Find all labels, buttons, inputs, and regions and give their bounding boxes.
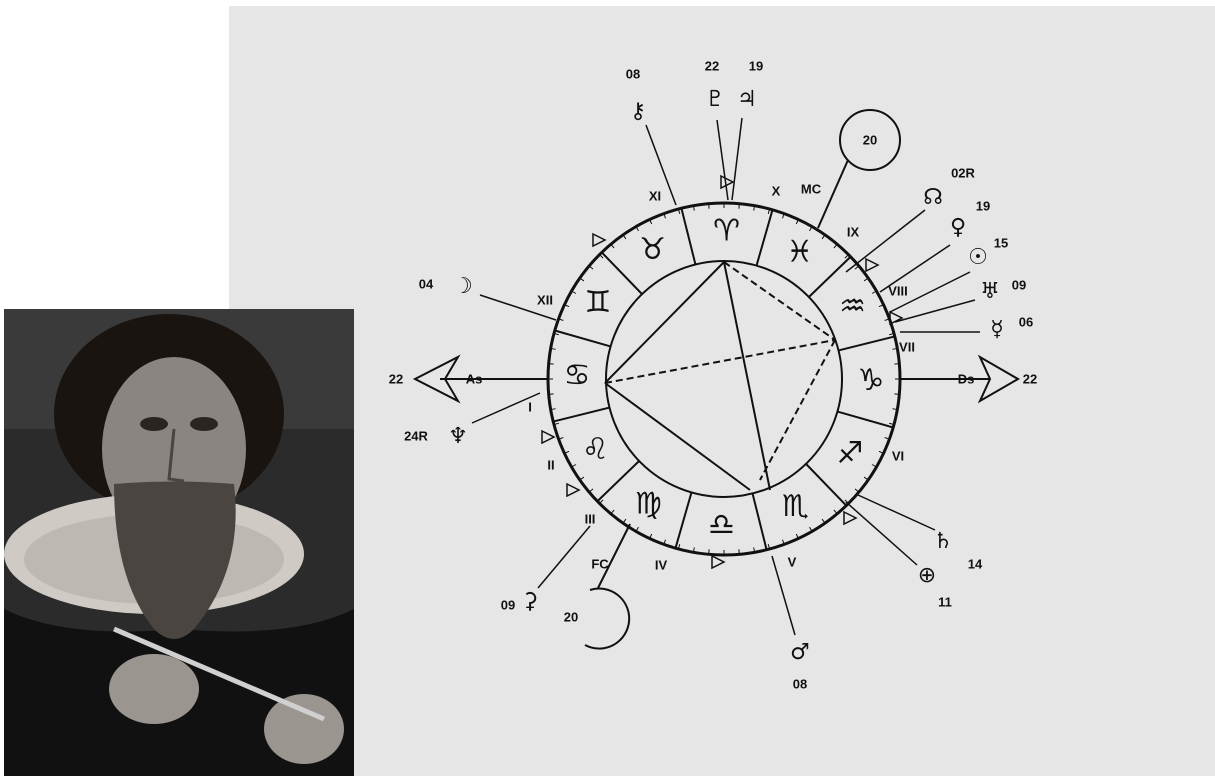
venus-degree: 19 bbox=[976, 198, 990, 213]
portrait-image bbox=[4, 309, 354, 776]
fc-label: FC bbox=[591, 556, 609, 571]
sign-divider bbox=[753, 493, 767, 549]
zodiac-scorpio-glyph: ♏ bbox=[782, 489, 809, 524]
house-numeral-3: III bbox=[585, 511, 596, 526]
sign-divider bbox=[555, 330, 611, 346]
aspect-line bbox=[724, 262, 770, 490]
saturn-degree: 14 bbox=[968, 556, 983, 571]
degree-tick bbox=[600, 255, 604, 259]
sign-divider bbox=[757, 210, 773, 266]
degree-tick bbox=[600, 500, 604, 504]
pluto-degree: 22 bbox=[705, 58, 719, 73]
zodiac-pisces-glyph: ♓ bbox=[786, 234, 813, 269]
ceres-pointer bbox=[538, 526, 590, 588]
house-numeral-7: VII bbox=[899, 339, 915, 354]
descendant-degree: 22 bbox=[1023, 371, 1037, 386]
zodiac-libra-glyph: ♎ bbox=[708, 507, 735, 542]
sign-divider bbox=[675, 492, 691, 548]
aspect-line bbox=[760, 340, 835, 480]
ascendant-degree: 22 bbox=[389, 371, 403, 386]
north-node-pointer bbox=[846, 210, 925, 272]
sign-divider bbox=[837, 412, 893, 428]
jupiter-pointer bbox=[732, 118, 742, 200]
zodiac-gemini-glyph: ♊ bbox=[585, 285, 612, 320]
chiron-degree: 08 bbox=[626, 66, 640, 81]
zodiac-capricorn-glyph: ♑ bbox=[858, 363, 885, 398]
saturn-icon: ♄ bbox=[933, 529, 953, 554]
house-cusp-marker bbox=[712, 556, 724, 568]
ceres-degree: 09 bbox=[501, 597, 515, 612]
inner-ring bbox=[606, 261, 842, 497]
sun-degree: 15 bbox=[994, 235, 1008, 250]
uranus-degree: 09 bbox=[1012, 277, 1026, 292]
fc-degree: 20 bbox=[564, 609, 578, 624]
house-numeral-5: V bbox=[788, 554, 797, 569]
mars-degree: 08 bbox=[793, 676, 807, 691]
sign-divider bbox=[553, 408, 609, 422]
neptune-icon: ♆ bbox=[448, 424, 468, 449]
aspect-line bbox=[605, 340, 835, 383]
house-cusp-marker bbox=[567, 484, 579, 496]
house-cusp-marker bbox=[542, 431, 554, 443]
house-numeral-8: VIII bbox=[888, 283, 908, 298]
zodiac-cancer-glyph: ♋ bbox=[564, 358, 591, 393]
earth-icon: ⊕ bbox=[918, 563, 936, 588]
pluto-icon: ♇ bbox=[705, 87, 725, 112]
venus-icon: ♀ bbox=[950, 215, 966, 240]
zodiac-sagittarius-glyph: ♐ bbox=[837, 436, 864, 471]
jupiter-degree: 19 bbox=[749, 58, 763, 73]
house-cusp-marker bbox=[721, 176, 733, 188]
descendant-label: Ds bbox=[958, 371, 975, 386]
zodiac-leo-glyph: ♌ bbox=[582, 432, 609, 467]
mars-icon: ♂ bbox=[790, 640, 810, 665]
house-numeral-12: XII bbox=[537, 292, 553, 307]
house-numeral-2: II bbox=[547, 457, 554, 472]
house-cusp-marker bbox=[866, 259, 878, 271]
house-numeral-4: IV bbox=[655, 557, 668, 572]
sun-icon: ☉ bbox=[968, 245, 988, 270]
ascendant-label: As bbox=[466, 371, 483, 386]
mercury-icon: ☿ bbox=[990, 317, 1004, 342]
sign-divider bbox=[838, 336, 894, 350]
sign-divider bbox=[597, 461, 639, 501]
jupiter-icon: ♃ bbox=[737, 87, 757, 112]
north-node-icon: ☊ bbox=[923, 185, 943, 210]
house-numeral-10: X bbox=[772, 183, 781, 198]
sign-divider bbox=[681, 208, 695, 264]
saturn-pointer bbox=[858, 495, 935, 530]
earth-pointer bbox=[846, 502, 917, 565]
house-numeral-11: XI bbox=[649, 188, 661, 203]
mc-label: MC bbox=[801, 181, 822, 196]
mercury-degree: 06 bbox=[1019, 314, 1033, 329]
zodiac-aquarius-glyph: ♒ bbox=[839, 289, 866, 324]
zodiac-taurus-glyph: ♉ bbox=[639, 232, 666, 267]
house-cusp-marker bbox=[844, 512, 856, 524]
mc-axis bbox=[818, 160, 848, 228]
house-numeral-6: VI bbox=[892, 448, 904, 463]
aspect-line bbox=[724, 262, 835, 340]
zodiac-virgo-glyph: ♍ bbox=[635, 487, 662, 522]
moon-icon: ☽ bbox=[453, 274, 473, 299]
fc-circle bbox=[585, 589, 629, 649]
house-cusp-marker bbox=[593, 234, 605, 246]
uranus-icon: ♅ bbox=[980, 279, 1000, 304]
north-node-degree: 02R bbox=[951, 165, 975, 180]
neptune-degree: 24R bbox=[404, 428, 428, 443]
ceres-icon: ⚳ bbox=[522, 589, 538, 614]
chiron-icon: ⚷ bbox=[630, 99, 646, 124]
earth-degree: 11 bbox=[938, 594, 952, 609]
mc-degree: 20 bbox=[863, 132, 877, 147]
house-numeral-9: IX bbox=[847, 224, 860, 239]
zodiac-aries-glyph: ♈ bbox=[713, 214, 740, 249]
moon-degree: 04 bbox=[419, 276, 434, 291]
house-numeral-1: I bbox=[528, 399, 532, 414]
degree-tick bbox=[845, 255, 849, 259]
